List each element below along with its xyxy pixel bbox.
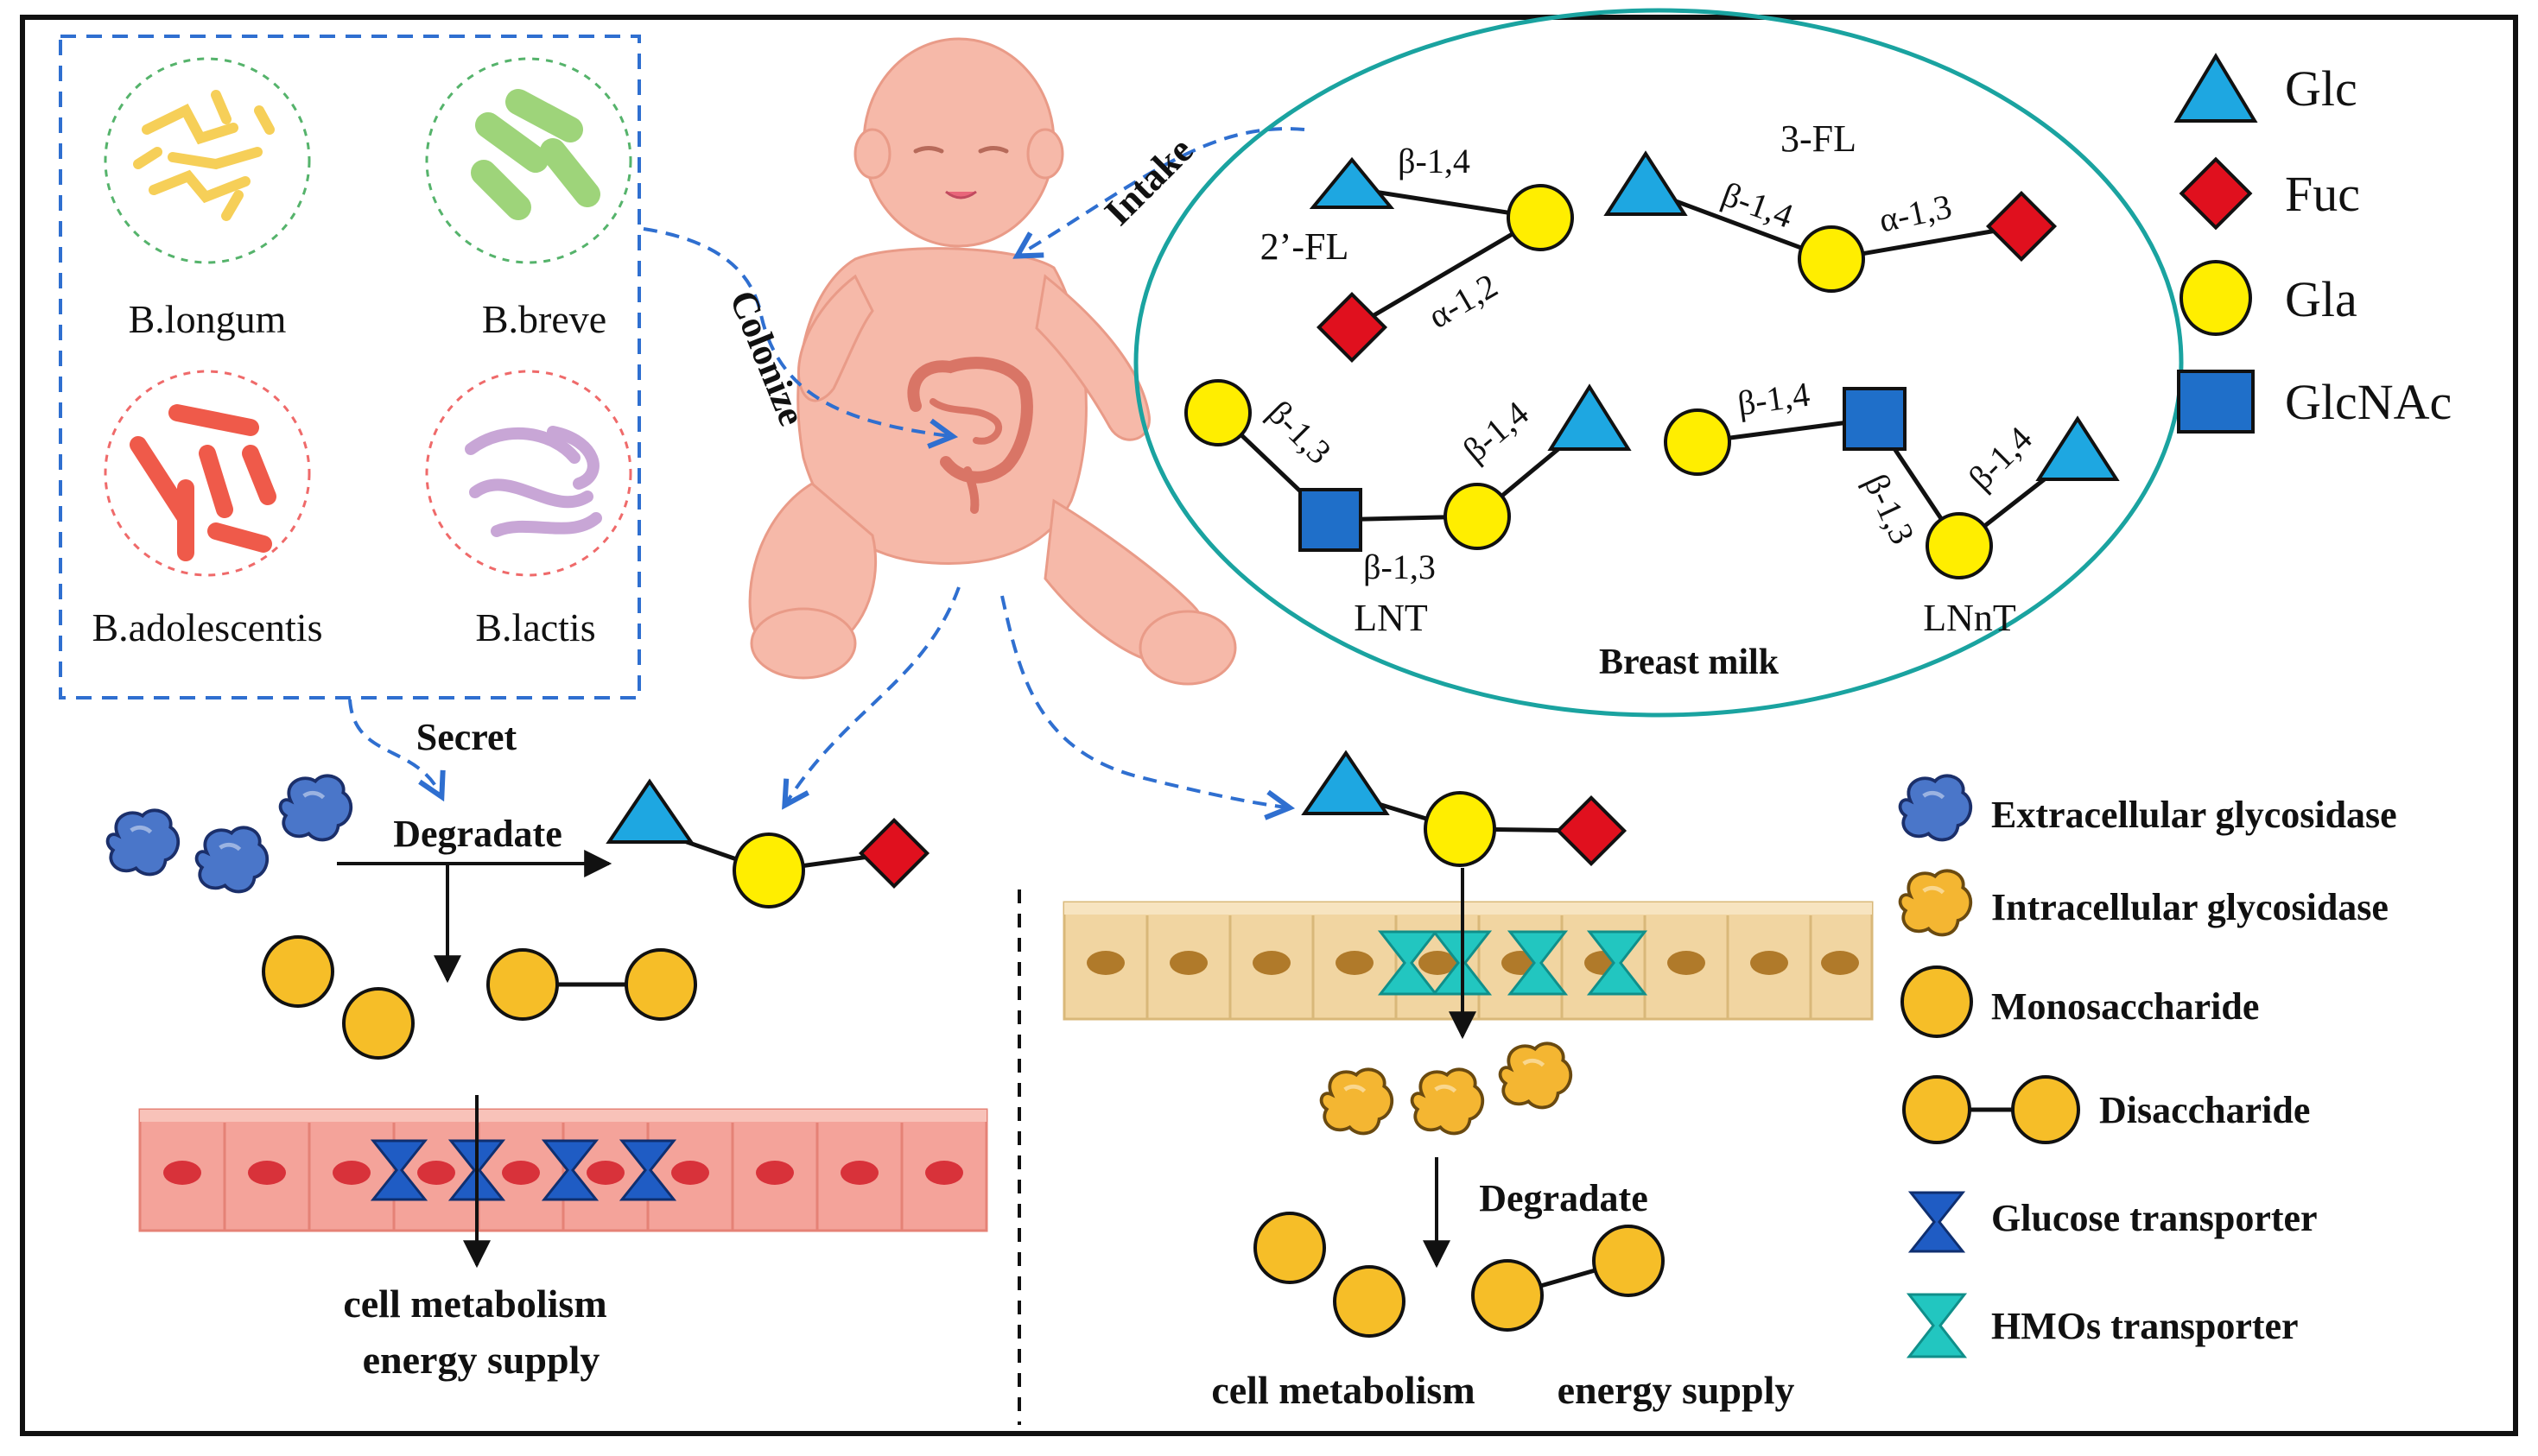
linkage-label: α-1,2: [1422, 266, 1504, 336]
bacterium-label: B.lactis: [475, 605, 595, 649]
legend-label: Fuc: [2285, 166, 2360, 222]
gla-icon: [2180, 260, 2252, 336]
blue-enzyme-icon: [281, 775, 352, 839]
outcome-text: energy supply: [1558, 1368, 1795, 1412]
linkage-label: β-1,4: [1456, 394, 1536, 470]
legend-label: HMOs transporter: [1991, 1305, 2299, 1347]
bacterium-label: B.breve: [482, 297, 606, 341]
fuc-icon: [2179, 156, 2253, 231]
legend-label: Intracellular glycosidase: [1991, 886, 2389, 928]
hmo-2fl: β-1,4 α-1,2 2’-FL: [1260, 142, 1574, 364]
blue-enzyme-icon: [108, 810, 179, 874]
sugar-legend: Glc Fuc Gla GlcNAc: [2173, 53, 2452, 434]
right-process: Degradate cell metabolism energy supply: [1063, 750, 1874, 1412]
orange-enzyme-icon: [1322, 1069, 1393, 1133]
left-process: Degradate: [108, 775, 988, 1382]
to-left-hmo-arrow: [786, 586, 961, 803]
degradate-label: Degradate: [393, 813, 562, 855]
legend-label: Monosaccharide: [1991, 985, 2259, 1028]
blue-enzyme-icon: [1900, 775, 1971, 839]
hmo-lnt: β-1,3 β-1,3 β-1,4 LNT: [1184, 379, 1632, 639]
monosaccharide-icon: [625, 948, 697, 1021]
legend-glcnac: GlcNAc: [2177, 370, 2452, 434]
to-right-hmo-arrow: [1000, 595, 1287, 807]
linkage-label: β-1,4: [1717, 174, 1799, 236]
gla-icon: [1424, 791, 1496, 867]
monosaccharide-icon: [342, 987, 415, 1060]
glcnac-icon: [2177, 370, 2255, 434]
intake-label: Intake: [1096, 129, 1201, 233]
secret-arrow: [348, 699, 441, 794]
hmo-name: LNT: [1354, 597, 1428, 639]
legend-label: Gla: [2285, 271, 2357, 327]
breast-milk-ellipse: [1133, 8, 2184, 718]
bacterium-b-adolescentis: B.adolescentis: [92, 370, 323, 649]
outer-border: [20, 15, 2518, 1436]
linkage-label: β-1,3: [1856, 468, 1922, 550]
intestinal-cells-left: [138, 1108, 988, 1232]
hmo-3fl: β-1,4 α-1,3 3-FL: [1603, 117, 2058, 293]
flow-arrows: [348, 127, 1305, 807]
monosaccharide-icon: [262, 935, 334, 1008]
legend-gla: Gla: [2180, 260, 2357, 336]
legend-label: Glc: [2285, 60, 2357, 117]
bacterium-b-longum: B.longum: [104, 57, 311, 341]
monosaccharide-icon: [1900, 965, 1973, 1038]
hmo-name: 2’-FL: [1260, 225, 1349, 268]
fuc-icon: [1555, 794, 1627, 867]
outcome-text: cell metabolism: [343, 1282, 606, 1326]
orange-enzyme-icon: [1900, 870, 1971, 934]
outcome-text: energy supply: [363, 1338, 600, 1382]
monosaccharide-icon: [1253, 1212, 1326, 1284]
fuc-icon: [858, 817, 930, 889]
glc-icon: [606, 778, 695, 844]
linkage-label: α-1,3: [1875, 187, 1955, 240]
process-legend: Extracellular glycosidase Intracellular …: [1900, 775, 2397, 1358]
hmos-transporter-icon: [1907, 1293, 1966, 1358]
monosaccharide-icon: [1471, 1259, 1544, 1332]
bacteria-panel: [59, 35, 641, 700]
secret-label: Secret: [416, 716, 517, 758]
bacterium-label: B.adolescentis: [92, 605, 323, 649]
breast-milk-label: Breast milk: [1599, 643, 1780, 682]
linkage-label: β-1,4: [1961, 419, 2040, 497]
monosaccharide-icon: [1592, 1225, 1665, 1297]
legend-label: Extracellular glycosidase: [1991, 794, 2397, 836]
linkage-label: β-1,3: [1363, 548, 1436, 586]
degradate-label: Degradate: [1479, 1177, 1648, 1219]
linkage-label: β-1,4: [1398, 142, 1470, 180]
bacterium-b-breve: B.breve: [425, 57, 632, 341]
bacterium-label: B.longum: [129, 297, 287, 341]
baby-face: [913, 146, 1009, 199]
baby-illustration: [748, 37, 1237, 686]
linkage-label: β-1,3: [1260, 393, 1339, 472]
glucose-transporter-icon: [1909, 1191, 1964, 1253]
hmo-name: 3-FL: [1780, 117, 1856, 160]
intake-arrow: [1019, 127, 1305, 255]
glc-icon: [2173, 53, 2258, 123]
orange-enzyme-icon: [1501, 1043, 1571, 1107]
legend-label: Glucose transporter: [1991, 1197, 2318, 1239]
outcome-text: cell metabolism: [1211, 1368, 1475, 1412]
monosaccharide-icon: [1333, 1265, 1405, 1338]
legend-label: GlcNAc: [2285, 374, 2452, 430]
blue-enzyme-icon: [197, 827, 268, 891]
gla-icon: [733, 832, 805, 908]
orange-enzyme-icon: [1412, 1069, 1483, 1133]
linkage-label: β-1,4: [1735, 375, 1812, 423]
hmo-name: LNnT: [1923, 597, 2016, 639]
legend-fuc: Fuc: [2179, 156, 2360, 231]
intestine-icon: [907, 357, 1033, 514]
disaccharide-icon: [1902, 1075, 2080, 1144]
glc-icon: [1301, 750, 1390, 815]
bacterium-b-lactis: B.lactis: [425, 370, 632, 649]
monosaccharide-icon: [486, 948, 559, 1021]
colonize-arrow: [643, 227, 950, 436]
legend-label: Disaccharide: [2099, 1089, 2310, 1131]
legend-glc: Glc: [2173, 53, 2357, 123]
